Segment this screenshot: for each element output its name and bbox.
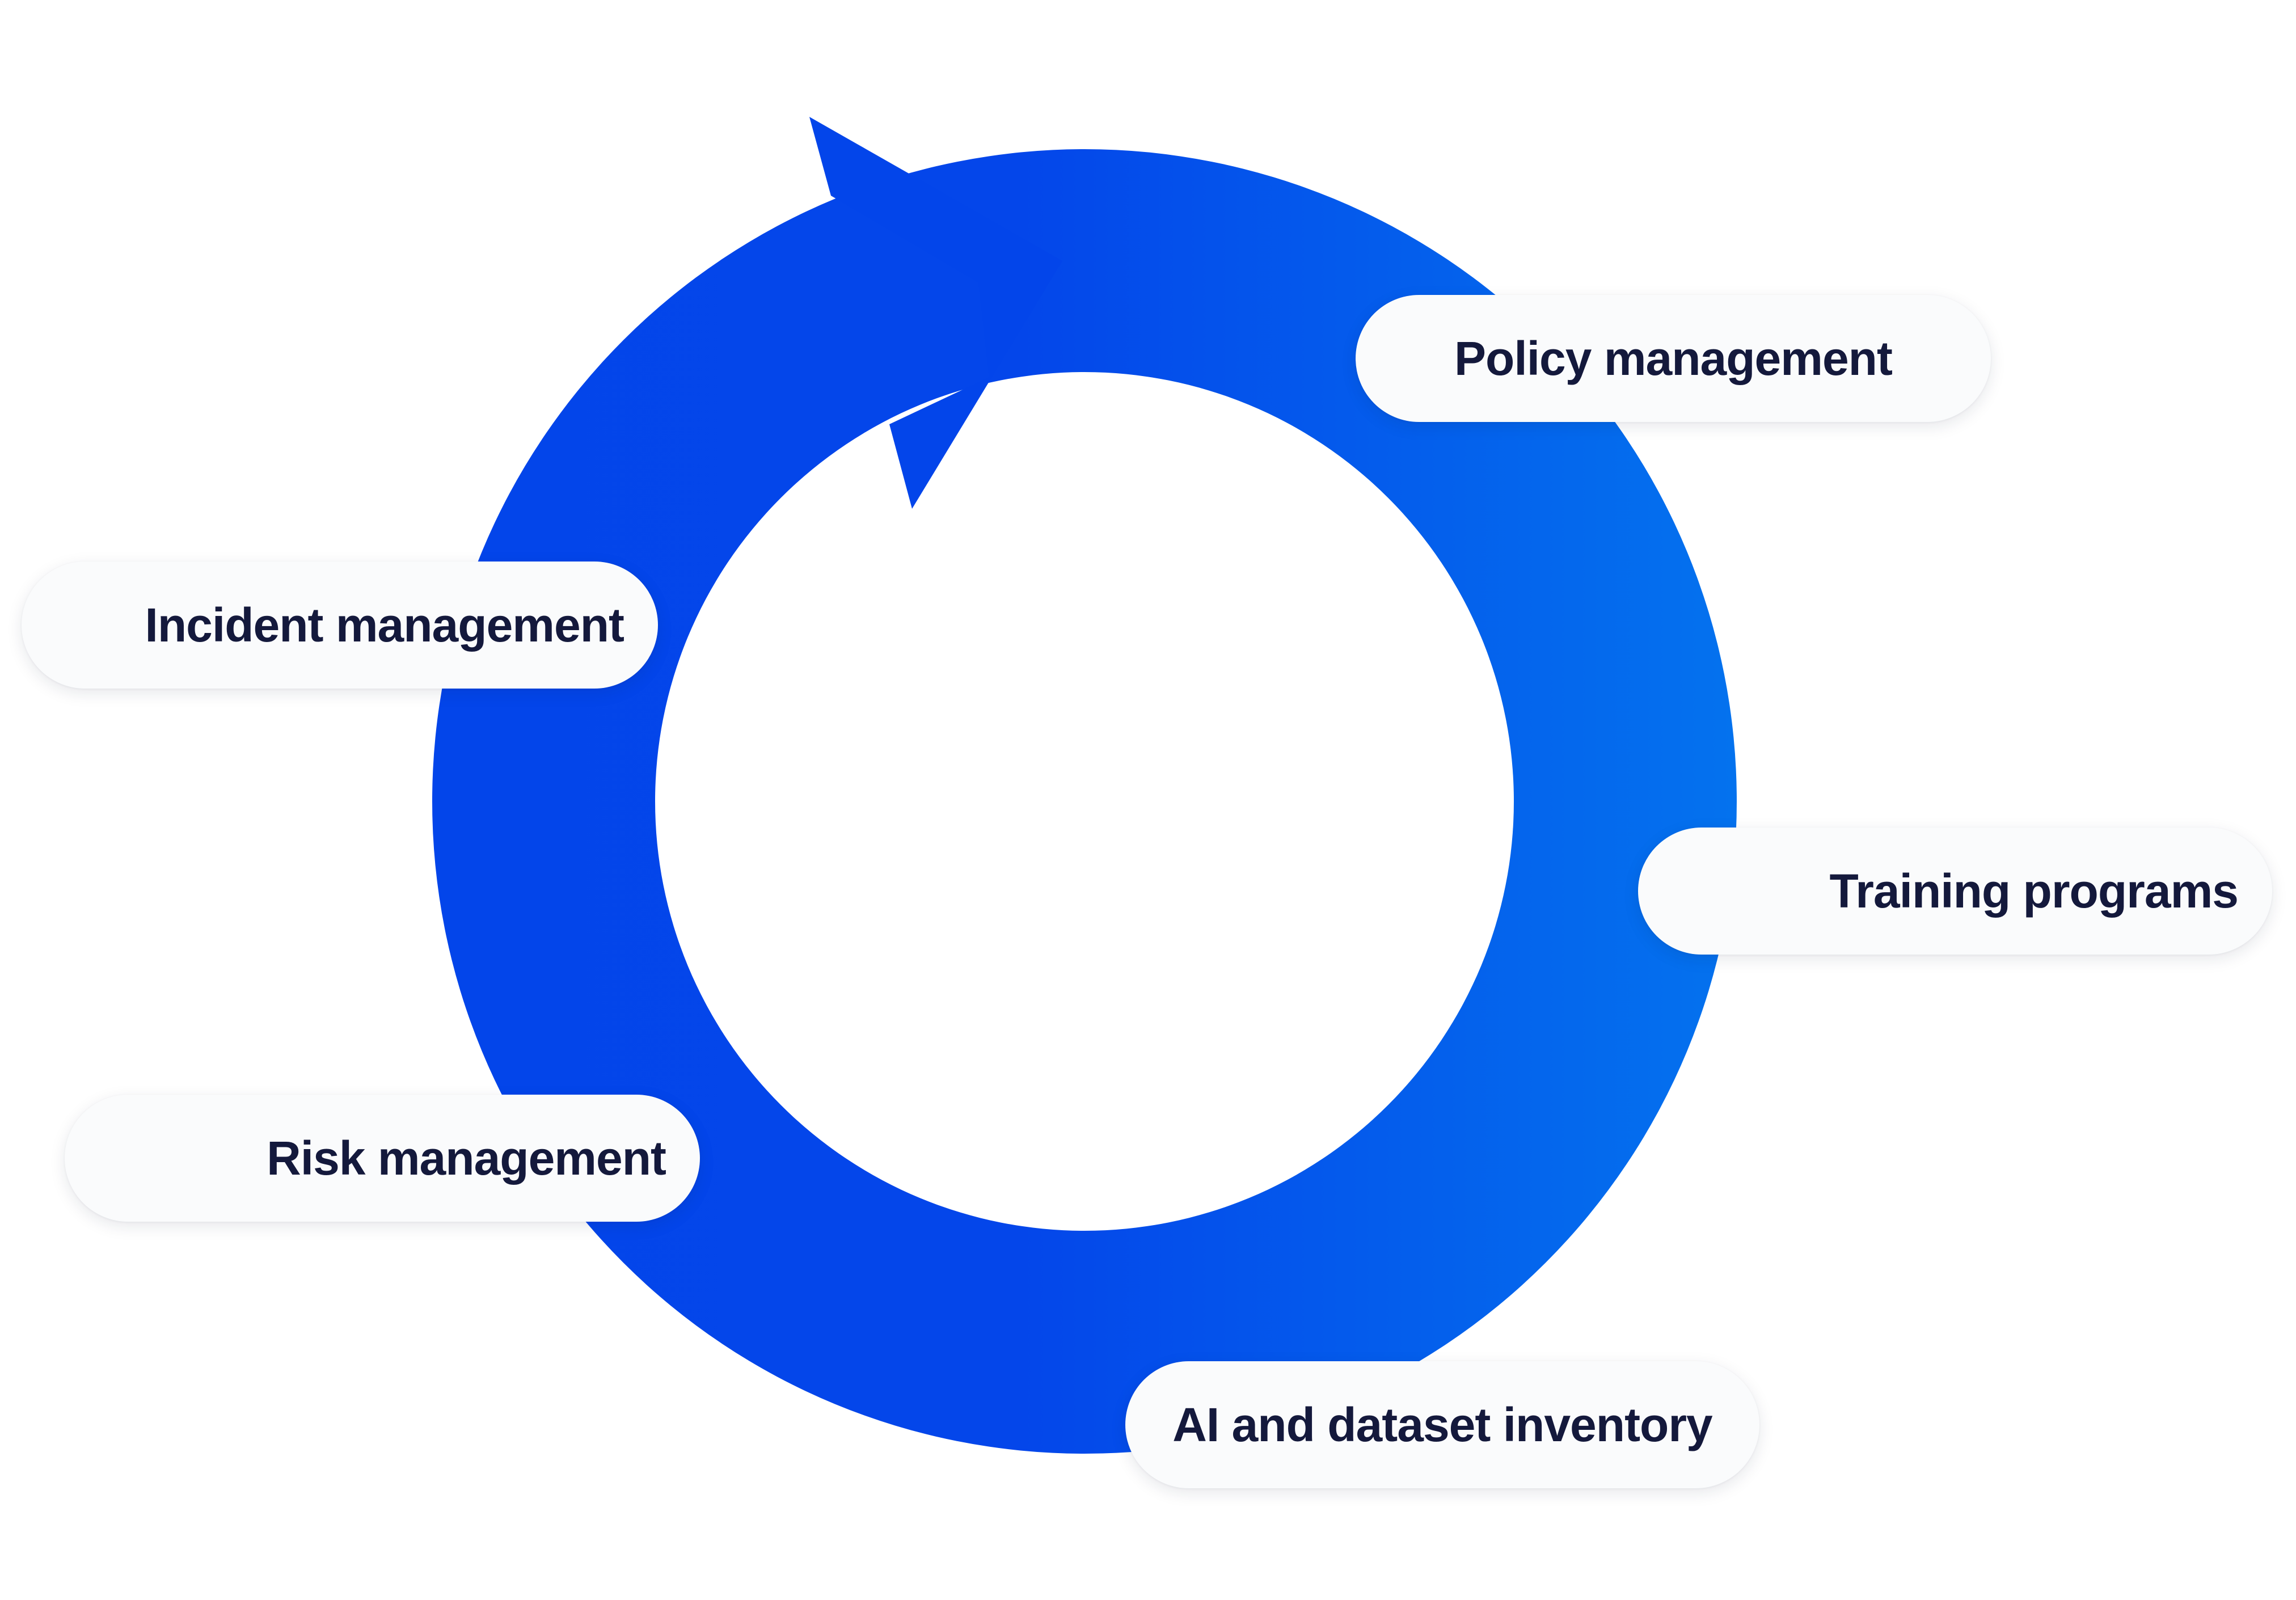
stage-label: Policy management xyxy=(1454,331,1893,385)
stage-incident-management: Incident management xyxy=(22,562,658,689)
stage-training-programs: Training programs xyxy=(1638,828,2272,955)
stage-risk-management: Risk management xyxy=(65,1095,700,1222)
stage-label: Training programs xyxy=(1829,864,2239,918)
cycle-arrow-head xyxy=(809,117,1062,509)
stage-label: Incident management xyxy=(145,598,624,652)
stage-label: AI and dataset inventory xyxy=(1172,1398,1713,1451)
stage-policy-management: Policy management xyxy=(1356,295,1991,422)
stage-label: Risk management xyxy=(267,1131,666,1185)
stage-ai-and-dataset-inventory: AI and dataset inventory xyxy=(1125,1361,1759,1488)
cycle-ring-band xyxy=(432,149,1737,1454)
